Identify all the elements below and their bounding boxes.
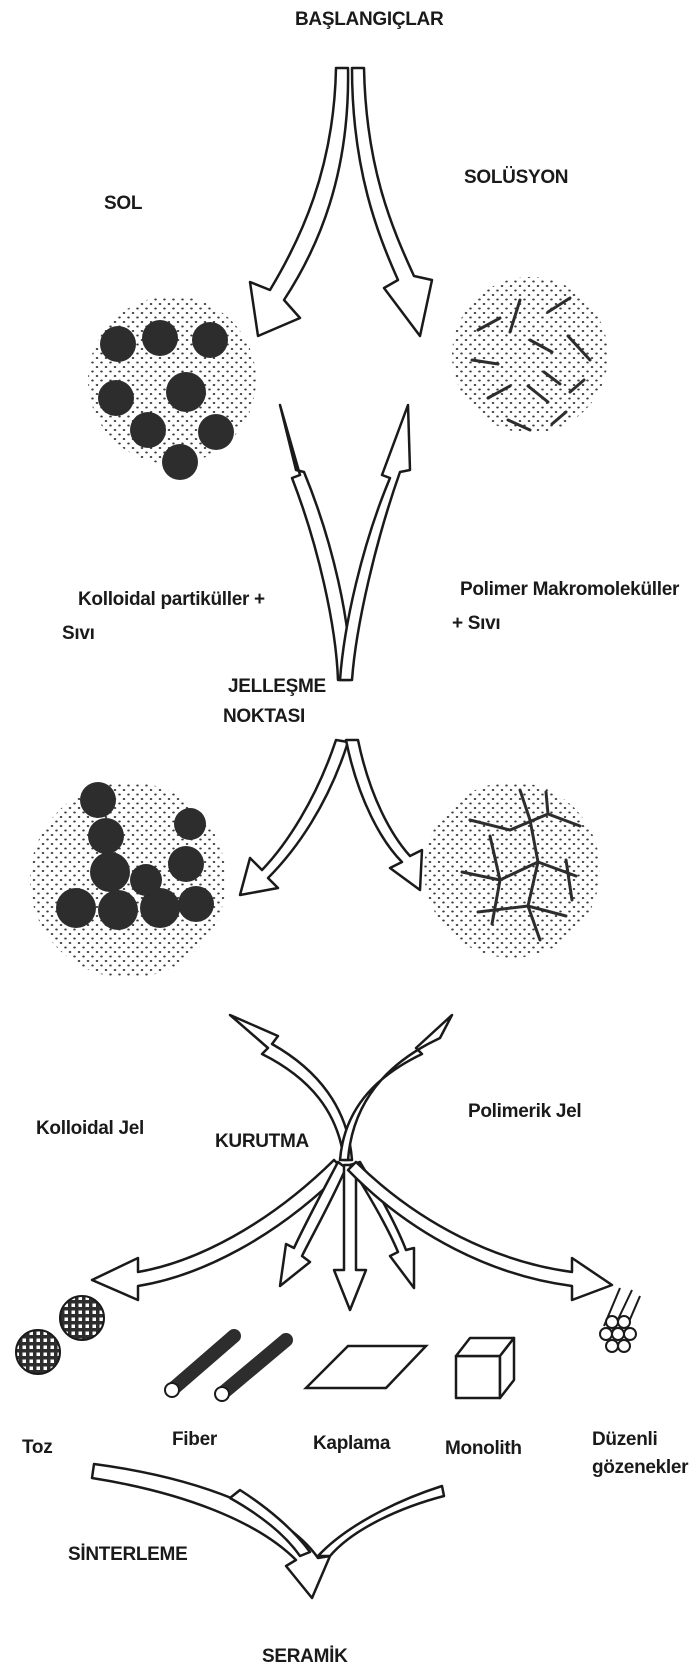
product-pores-line1: Düzenli [592, 1428, 657, 1452]
powder-icon [16, 1296, 104, 1374]
sol-circle [88, 296, 256, 480]
colloidal-gel-circle [30, 782, 226, 978]
drying-label: KURUTMA [215, 1130, 309, 1154]
drying-fanout-arrows [92, 1160, 612, 1310]
solution-caption-line1: Polimer Makromoleküller [460, 578, 679, 602]
gel-point-converge-arrow [280, 405, 410, 680]
product-coating-label: Kaplama [313, 1432, 390, 1456]
product-powder-label: Toz [22, 1436, 52, 1460]
fiber-icon [165, 1336, 286, 1401]
sintering-label: SİNTERLEME [68, 1543, 187, 1567]
start-split-arrow [250, 68, 432, 336]
sol-caption-line1: Kolloidal partiküller + [78, 588, 265, 612]
monolith-cube-icon [456, 1338, 514, 1398]
gel-split-arrow [240, 740, 422, 895]
gel-point-line2: NOKTASI [223, 705, 305, 729]
product-fiber-label: Fiber [172, 1428, 217, 1452]
sintering-converge-arrow [92, 1464, 444, 1598]
gel-point-line1: JELLEŞME [228, 675, 326, 699]
product-pores-line2: gözenekler [592, 1456, 688, 1480]
solution-circle [452, 277, 608, 433]
sol-heading: SOL [104, 192, 142, 216]
polymeric-gel-circle [424, 782, 600, 958]
product-monolith-label: Monolith [445, 1437, 522, 1461]
sol-caption-line2: Sıvı [62, 622, 95, 646]
polymeric-gel-label: Polimerik Jel [468, 1100, 581, 1124]
title-start: BAŞLANGIÇLAR [295, 8, 443, 32]
coating-icon [306, 1346, 426, 1388]
solution-heading: SOLÜSYON [464, 166, 568, 190]
colloidal-gel-label: Kolloidal Jel [36, 1117, 144, 1141]
ordered-pores-icon [600, 1288, 640, 1352]
solution-caption-line2: + Sıvı [452, 612, 500, 636]
ceramic-label: SERAMİK [262, 1645, 348, 1669]
